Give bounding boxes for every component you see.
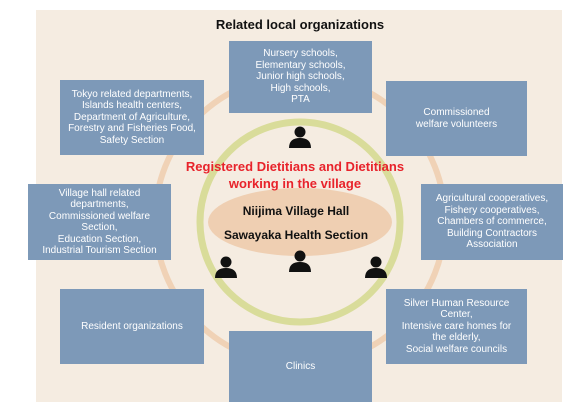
person-icon — [289, 250, 311, 272]
box-welfare-volunteers: Commissioned welfare volunteers — [386, 81, 527, 156]
box-schools: Nursery schools, Elementary schools, Jun… — [229, 41, 372, 113]
box-silver-human-resource: Silver Human Resource Center, Intensive … — [386, 289, 527, 364]
dietitians-heading: Registered Dietitians and Dietitians wor… — [185, 159, 405, 191]
person-icon — [289, 126, 311, 148]
center-ellipse — [208, 188, 392, 256]
diagram-title: Related local organizations — [215, 17, 385, 32]
box-cooperatives: Agricultural cooperatives, Fishery coope… — [421, 184, 563, 260]
box-resident-organizations: Resident organizations — [60, 289, 204, 364]
person-icon — [215, 256, 237, 278]
inner-ring — [196, 118, 404, 326]
health-section-label: Sawayaka Health Section — [223, 228, 369, 242]
village-hall-label: Niijima Village Hall — [242, 204, 350, 218]
box-village-hall-departments: Village hall related departments, Commis… — [28, 184, 171, 260]
person-icon — [365, 256, 387, 278]
box-clinics: Clinics — [229, 331, 372, 402]
box-tokyo-departments: Tokyo related departments, Islands healt… — [60, 80, 204, 155]
